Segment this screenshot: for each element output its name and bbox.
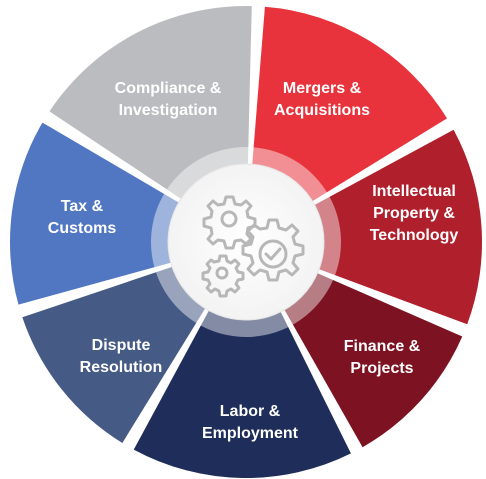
gears-icon — [201, 195, 305, 298]
segment-label-mergers: Mergers & Acquisitions — [274, 78, 370, 122]
segment-label-line: Mergers & — [282, 80, 362, 97]
segment-label-line: Intellectual — [372, 183, 456, 200]
segment-label-ip: Intellectual Property & Technology — [370, 181, 459, 247]
segment-tax — [9, 122, 246, 305]
segment-label-line: Technology — [369, 227, 459, 244]
segment-labor — [133, 242, 351, 479]
segment-label-tax: Tax & Customs — [48, 196, 116, 240]
segment-label-dispute: Dispute Resolution — [80, 335, 163, 379]
segment-label-line: Tax & — [60, 198, 104, 215]
segment-label-line: Dispute — [91, 337, 151, 354]
segment-label-line: Labor & — [219, 403, 281, 420]
segment-label-line: Projects — [350, 360, 414, 377]
segment-label-finance: Finance & Projects — [344, 336, 420, 380]
segment-label-compliance: Compliance & Investigation — [115, 78, 222, 122]
segment-label-labor: Labor & Employment — [202, 401, 298, 445]
segment-ip — [246, 129, 483, 325]
segment-label-line: Property & — [373, 205, 455, 222]
segment-label-line: Resolution — [79, 359, 163, 376]
segment-label-line: Employment — [201, 425, 299, 442]
segment-label-line: Acquisitions — [273, 102, 371, 119]
segment-label-line: Customs — [47, 220, 117, 237]
segment-label-line: Compliance & — [114, 80, 222, 97]
segment-label-line: Finance & — [343, 338, 421, 355]
segment-label-line: Investigation — [118, 102, 218, 119]
